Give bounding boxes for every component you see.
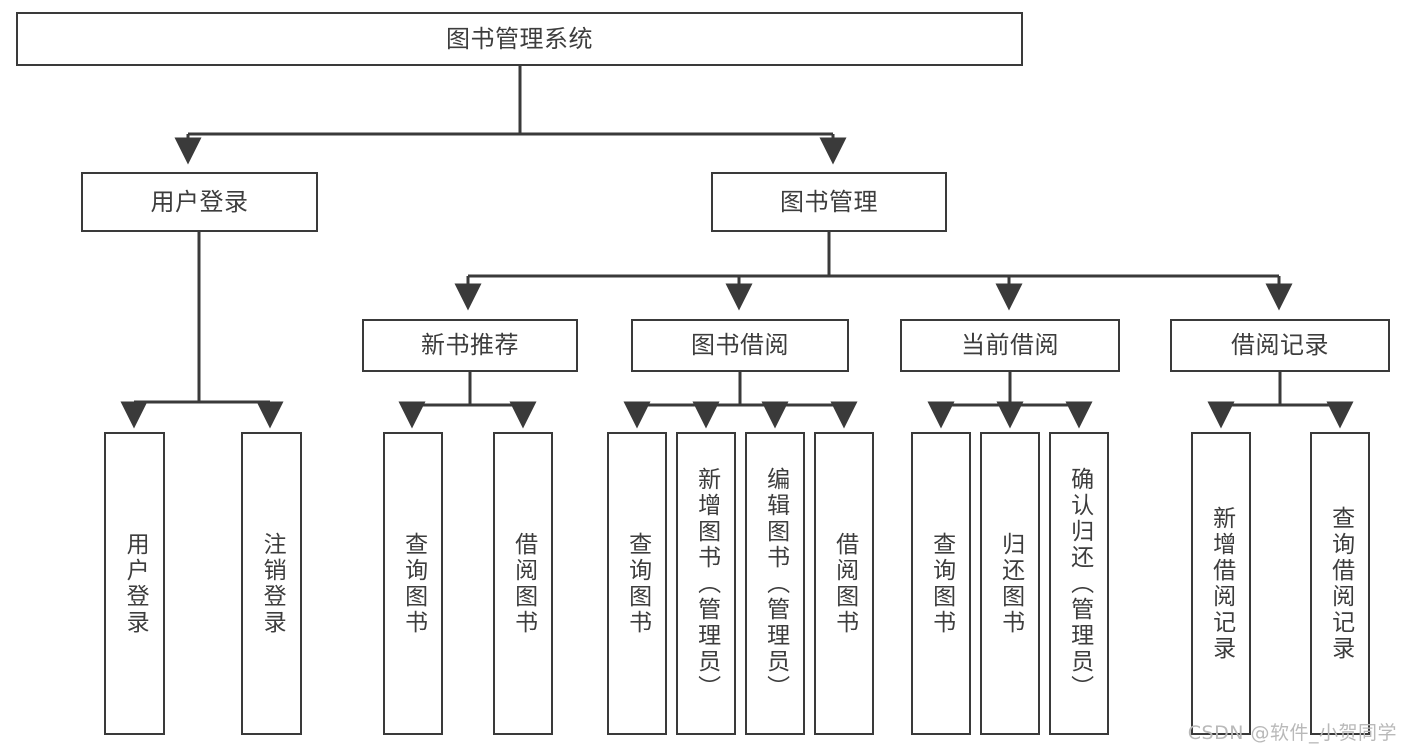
node-user-login[interactable]: 用户登录 [81, 172, 318, 232]
node-book-borrow-label: 图书借阅 [691, 331, 789, 360]
leaf-label: 借阅图书 [831, 531, 858, 636]
leaf-current-borrow-query[interactable]: 查询图书 [911, 432, 971, 735]
leaf-label: 编辑图书（管理员） [762, 466, 789, 701]
leaf-label: 查询图书 [928, 531, 955, 636]
leaf-user-login-login[interactable]: 用户登录 [104, 432, 165, 735]
leaf-book-borrow-add[interactable]: 新增图书（管理员） [676, 432, 736, 735]
leaf-label: 确认归还（管理员） [1066, 466, 1093, 701]
leaf-borrow-record-add[interactable]: 新增借阅记录 [1191, 432, 1251, 735]
watermark-text: CSDN @软件_小贺同学 [1187, 722, 1397, 744]
node-root[interactable]: 图书管理系统 [16, 12, 1023, 66]
leaf-label: 新增借阅记录 [1208, 505, 1235, 662]
node-book-management-label: 图书管理 [780, 187, 878, 216]
leaf-user-login-logout[interactable]: 注销登录 [241, 432, 302, 735]
leaf-label: 用户登录 [122, 531, 149, 636]
leaf-label: 查询图书 [400, 531, 427, 636]
node-borrow-record-label: 借阅记录 [1231, 331, 1329, 360]
leaf-label: 新增图书（管理员） [693, 466, 720, 701]
leaf-label: 注销登录 [259, 531, 286, 636]
leaf-borrow-record-query[interactable]: 查询借阅记录 [1310, 432, 1370, 735]
node-book-borrow[interactable]: 图书借阅 [631, 319, 849, 372]
leaf-label: 查询借阅记录 [1327, 505, 1354, 662]
leaf-label: 归还图书 [997, 531, 1024, 636]
leaf-book-borrow-edit[interactable]: 编辑图书（管理员） [745, 432, 805, 735]
leaf-label: 查询图书 [624, 531, 651, 636]
node-new-book-recommend[interactable]: 新书推荐 [362, 319, 578, 372]
leaf-new-book-borrow[interactable]: 借阅图书 [493, 432, 553, 735]
node-current-borrow[interactable]: 当前借阅 [900, 319, 1120, 372]
node-user-login-label: 用户登录 [150, 187, 249, 216]
node-borrow-record[interactable]: 借阅记录 [1170, 319, 1390, 372]
node-new-book-recommend-label: 新书推荐 [421, 331, 519, 360]
leaf-label: 借阅图书 [510, 531, 537, 636]
leaf-book-borrow-query[interactable]: 查询图书 [607, 432, 667, 735]
leaf-current-borrow-return[interactable]: 归还图书 [980, 432, 1040, 735]
node-book-management[interactable]: 图书管理 [711, 172, 947, 232]
node-root-label: 图书管理系统 [446, 24, 593, 53]
leaf-current-borrow-confirm-return[interactable]: 确认归还（管理员） [1049, 432, 1109, 735]
leaf-book-borrow-borrow[interactable]: 借阅图书 [814, 432, 874, 735]
node-current-borrow-label: 当前借阅 [961, 331, 1059, 360]
leaf-new-book-query[interactable]: 查询图书 [383, 432, 443, 735]
